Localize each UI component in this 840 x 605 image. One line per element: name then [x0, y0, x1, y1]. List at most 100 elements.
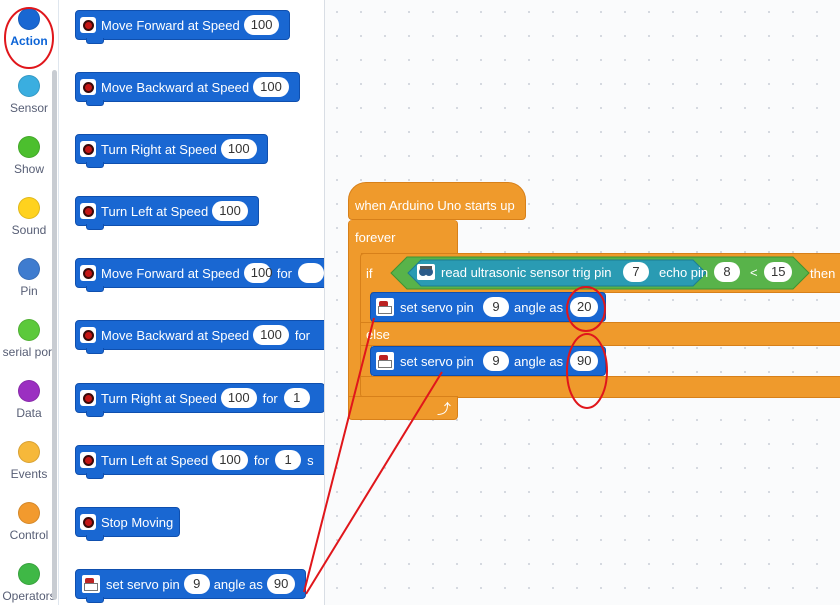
wheel-icon [80, 327, 96, 343]
when-starts-up-block[interactable]: when Arduino Uno starts up [348, 182, 526, 220]
turn-left-block[interactable]: Turn Left at Speed 100 [75, 196, 259, 230]
loop-arrow-icon: ⤴ [437, 401, 451, 417]
for-label: for [276, 265, 292, 281]
wheel-icon [80, 390, 96, 406]
else-bar: else [360, 322, 840, 346]
servo-pin-input[interactable]: 9 [183, 574, 210, 594]
code-workspace[interactable]: when Arduino Uno starts up forever if th… [325, 0, 840, 605]
wheel-icon [80, 79, 96, 95]
wheel-icon [80, 141, 96, 157]
forever-label: forever [355, 230, 396, 245]
category-pin[interactable]: Pin [0, 258, 58, 298]
category-scrollbar[interactable] [52, 70, 57, 600]
sound-category-icon [18, 197, 40, 219]
duration-input[interactable] [298, 263, 324, 283]
servo-pin-input[interactable]: 9 [483, 297, 509, 317]
turn-right-block[interactable]: Turn Right at Speed 100 [75, 134, 268, 168]
category-events[interactable]: Events [0, 441, 58, 481]
block-palette: Move Forward at Speed 100 Move Backward … [59, 0, 325, 605]
block-label: Turn Left at Speed [101, 452, 209, 468]
category-sidebar: Action Sensor Show Sound Pin serial port… [0, 0, 59, 605]
duration-input[interactable]: 1 [283, 388, 310, 408]
operator-label: < [750, 265, 758, 280]
category-sensor[interactable]: Sensor [0, 75, 58, 115]
wheel-icon [80, 452, 96, 468]
speed-input[interactable]: 100 [212, 450, 248, 470]
wheel-icon [80, 514, 96, 530]
sensor-category-icon [18, 75, 40, 97]
block-label: Stop Moving [101, 514, 174, 530]
compare-value-input[interactable]: 15 [764, 262, 793, 282]
angle-label: angle as [514, 300, 564, 315]
turn-left-for-block[interactable]: Turn Left at Speed 100 for 1 s [75, 445, 324, 479]
category-label: Action [10, 34, 48, 48]
servo-pin-input[interactable]: 9 [483, 351, 509, 371]
turn-right-for-block[interactable]: Turn Right at Speed 100 for 1 [75, 383, 324, 417]
category-action[interactable]: Action [0, 8, 58, 48]
block-label: set servo pin [106, 576, 180, 592]
servo-icon [376, 352, 394, 370]
servo-icon [376, 298, 394, 316]
category-serial-port[interactable]: serial port [0, 319, 58, 359]
duration-input[interactable]: 1 [275, 450, 302, 470]
speed-input[interactable]: 100 [243, 15, 280, 35]
echo-pin-input[interactable]: 8 [714, 262, 740, 282]
category-label: Data [16, 406, 42, 420]
servo-label: set servo pin [400, 354, 474, 369]
for-label: for [253, 452, 270, 468]
seconds-label: s [307, 452, 314, 468]
move-forward-block[interactable]: Move Forward at Speed 100 [75, 10, 291, 44]
control-category-icon [18, 502, 40, 524]
category-data[interactable]: Data [0, 380, 58, 420]
speed-input[interactable]: 100 [253, 77, 289, 97]
category-label: Sensor [9, 101, 49, 115]
show-category-icon [18, 136, 40, 158]
angle-label: angle as [213, 576, 263, 592]
move-backward-block[interactable]: Move Backward at Speed 100 [75, 72, 300, 106]
speed-input[interactable]: 100 [212, 201, 248, 221]
servo-icon [82, 575, 100, 593]
if-label: if [366, 266, 373, 281]
for-label: for [294, 327, 311, 343]
category-show[interactable]: Show [0, 136, 58, 176]
servo-angle-input[interactable]: 20 [570, 297, 599, 317]
trig-pin-input[interactable]: 7 [623, 262, 649, 282]
serial-port-category-icon [18, 319, 40, 341]
data-category-icon [18, 380, 40, 402]
servo-angle-input[interactable]: 90 [266, 574, 296, 594]
set-servo-block-else[interactable]: set servo pin 9 angle as 90 [370, 346, 606, 376]
move-forward-for-block[interactable]: Move Forward at Speed 100 for [75, 258, 324, 292]
forever-bottom: ⤴ [348, 396, 458, 420]
then-label: then [810, 266, 836, 281]
sensor-label: read ultrasonic sensor trig pin [441, 265, 612, 280]
servo-angle-input[interactable]: 90 [570, 351, 599, 371]
hat-label: when Arduino Uno starts up [355, 198, 515, 213]
wheel-icon [80, 17, 96, 33]
block-label: Turn Right at Speed [101, 390, 217, 406]
category-label: Sound [11, 223, 47, 237]
category-label: Show [13, 162, 45, 176]
wheel-icon [80, 203, 96, 219]
stop-moving-block[interactable]: Stop Moving [75, 507, 181, 541]
speed-input[interactable]: 100 [220, 139, 257, 159]
pin-category-icon [18, 258, 40, 280]
block-label: Move Backward at Speed [101, 79, 250, 95]
speed-input[interactable]: 100 [253, 325, 289, 345]
block-label: Move Forward at Speed [101, 17, 240, 33]
category-control[interactable]: Control [0, 502, 58, 542]
speed-input[interactable]: 100 [243, 263, 272, 283]
ultrasonic-sensor-icon [417, 264, 435, 280]
forever-block[interactable]: forever [348, 220, 458, 254]
action-category-icon [18, 8, 40, 30]
for-label: for [262, 390, 278, 406]
category-operators[interactable]: Operators [0, 563, 58, 603]
category-sound[interactable]: Sound [0, 197, 58, 237]
speed-input[interactable]: 100 [220, 388, 257, 408]
move-backward-for-block[interactable]: Move Backward at Speed 100 for [75, 320, 324, 354]
category-label: Events [10, 467, 48, 481]
angle-label: angle as [514, 354, 564, 369]
block-label: Move Backward at Speed [101, 327, 250, 343]
set-servo-block-if[interactable]: set servo pin 9 angle as 20 [370, 292, 606, 322]
set-servo-block[interactable]: set servo pin 9 angle as 90 [75, 569, 307, 603]
echo-label: echo pin [659, 265, 709, 280]
